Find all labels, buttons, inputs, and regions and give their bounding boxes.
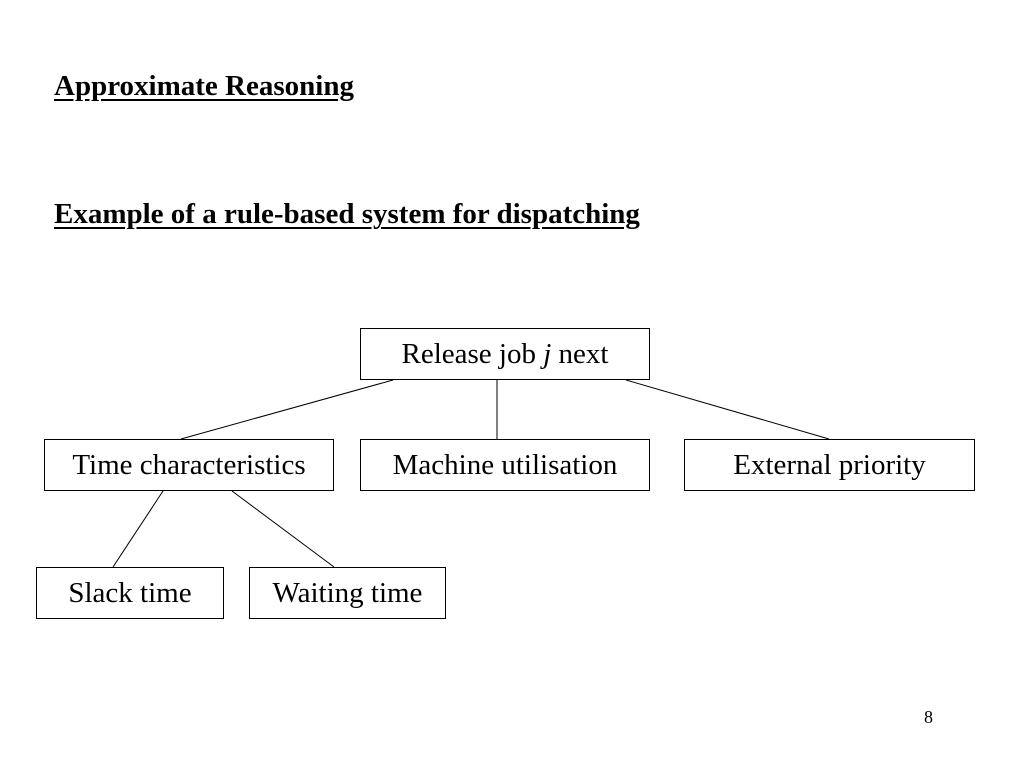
node-waiting-time: Waiting time [249, 567, 446, 619]
node-release-job: Release job j next [360, 328, 650, 380]
slide-title: Approximate Reasoning [54, 70, 354, 102]
page-number: 8 [924, 707, 933, 727]
connector-time-waiting [231, 490, 335, 568]
slide-subtitle: Example of a rule-based system for dispa… [54, 198, 640, 230]
node-release-job-suffix: next [551, 337, 609, 370]
node-slack-time-label: Slack time [68, 576, 192, 609]
connector-time-slack [112, 490, 164, 568]
node-external-priority-label: External priority [733, 448, 926, 481]
node-waiting-time-label: Waiting time [272, 576, 423, 609]
node-time-characteristics: Time characteristics [44, 439, 334, 491]
connector-root-time [180, 379, 394, 440]
node-release-job-prefix: Release job [401, 337, 544, 370]
node-slack-time: Slack time [36, 567, 224, 619]
node-machine-utilisation: Machine utilisation [360, 439, 650, 491]
node-release-job-variable: j [543, 337, 552, 370]
node-time-characteristics-label: Time characteristics [72, 448, 306, 481]
node-external-priority: External priority [684, 439, 975, 491]
node-machine-utilisation-label: Machine utilisation [392, 448, 618, 481]
connector-root-external [625, 379, 830, 440]
